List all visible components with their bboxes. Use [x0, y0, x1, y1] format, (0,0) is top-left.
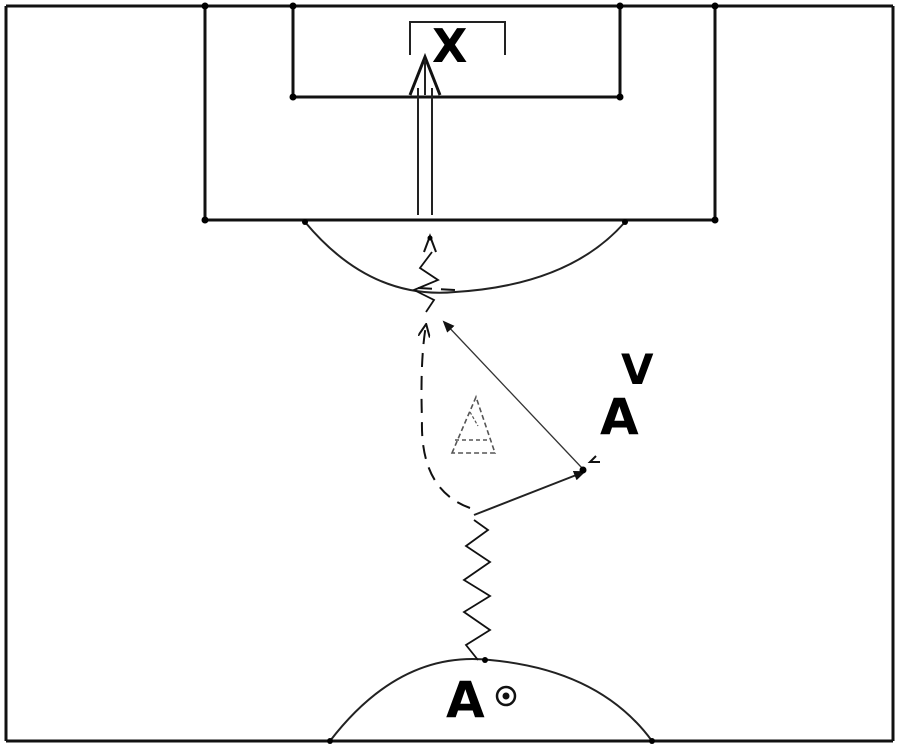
shot-arrow — [408, 52, 442, 215]
arc-crossing-dash — [417, 287, 456, 291]
dribble-upper-tip — [427, 235, 433, 241]
center-arc-left-end — [327, 738, 333, 744]
penalty-arc-left-end — [302, 219, 308, 225]
defender-mark-label: V — [621, 345, 654, 394]
right-player-position — [579, 466, 587, 474]
right-player-facing-mark — [587, 455, 600, 463]
pitch-boundary — [4, 4, 895, 743]
pass-to-right-player — [473, 470, 586, 516]
penalty-area — [201, 2, 719, 224]
goal-marker-label: X — [432, 19, 467, 73]
attacker-bottom-label: A — [446, 671, 485, 729]
penalty-arc — [304, 221, 626, 294]
dribble-path-lower — [462, 519, 492, 661]
cone-icon — [450, 394, 497, 454]
center-circle-arc — [329, 658, 653, 742]
ball-icon — [495, 685, 517, 707]
bottom-player-position — [482, 657, 488, 663]
goal-frame — [409, 21, 506, 55]
goal-area — [289, 2, 624, 101]
penalty-arc-right-end — [622, 219, 628, 225]
dribble-path-upper — [411, 251, 440, 313]
attacker-right-label: A — [600, 388, 639, 446]
return-pass — [442, 320, 583, 469]
player-run-dashed — [422, 325, 471, 509]
center-arc-right-end — [649, 738, 655, 744]
